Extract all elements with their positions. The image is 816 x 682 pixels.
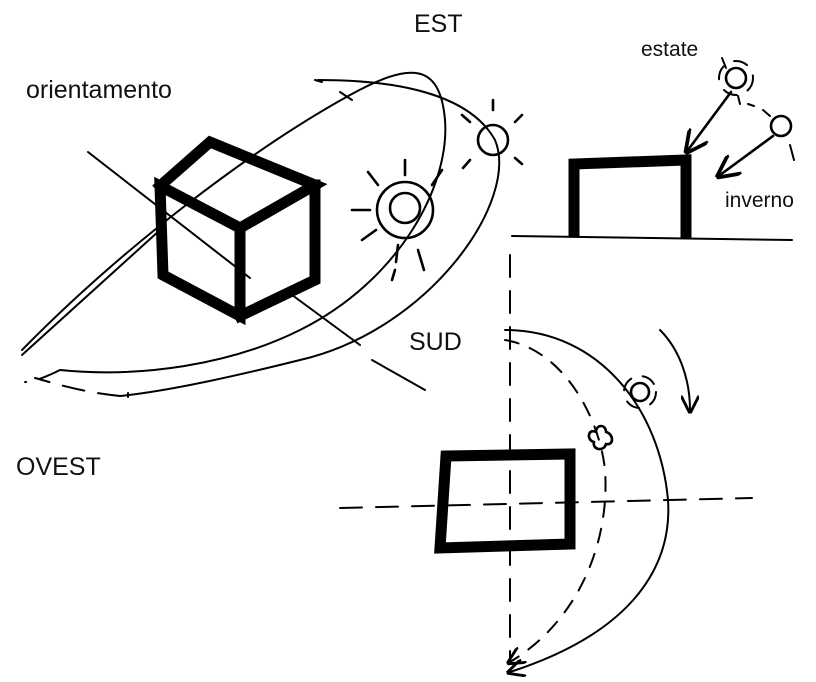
arc-direction-arrow (659, 329, 690, 410)
label-sud: SUD (409, 328, 462, 356)
sun-orbit-dashed (24, 369, 61, 383)
plan-view-group (339, 254, 753, 672)
plan-horizontal-axis (339, 497, 753, 509)
section-sun-angles-group (511, 57, 795, 241)
plan-winter-sun-icon (587, 424, 614, 451)
sun-small-rays (460, 98, 524, 170)
label-inverno: inverno (725, 189, 794, 212)
sun-orbit-inner (119, 79, 501, 397)
summer-sun-icon (724, 66, 748, 90)
sun-outer-ring (375, 180, 435, 240)
label-est: EST (414, 10, 463, 38)
sun-rays (350, 158, 444, 282)
summer-sun-arc (505, 329, 670, 672)
perspective-sun-path-group (21, 71, 524, 398)
winter-sun-dash (762, 109, 795, 161)
cube-front-face (154, 176, 246, 326)
sun-orbit-inner-dashed (34, 377, 121, 397)
axis-line (87, 151, 426, 391)
plan-sun-icon (629, 381, 651, 403)
label-ovest: OVEST (16, 453, 101, 481)
summer-ray-arrow (688, 90, 733, 150)
section-building (568, 154, 692, 238)
winter-sun-arc (504, 339, 607, 662)
plan-building (434, 448, 576, 554)
sun-icon (388, 191, 422, 225)
orbit-ticks (127, 79, 353, 398)
cube-side-face (232, 179, 321, 324)
ground-line (511, 235, 793, 241)
winter-sun-icon (769, 114, 793, 138)
plan-sun-halo (623, 375, 657, 409)
label-estate: estate (641, 38, 698, 61)
cube-top-face (152, 135, 328, 236)
label-orientamento: orientamento (26, 76, 172, 104)
horizon-line-west (21, 229, 161, 356)
winter-ray-arrow (720, 134, 775, 175)
sun-small-icon (476, 123, 510, 157)
summer-sun-dash (721, 57, 755, 107)
summer-sun-halo (718, 60, 754, 96)
sun-orbit-outer (21, 71, 447, 374)
